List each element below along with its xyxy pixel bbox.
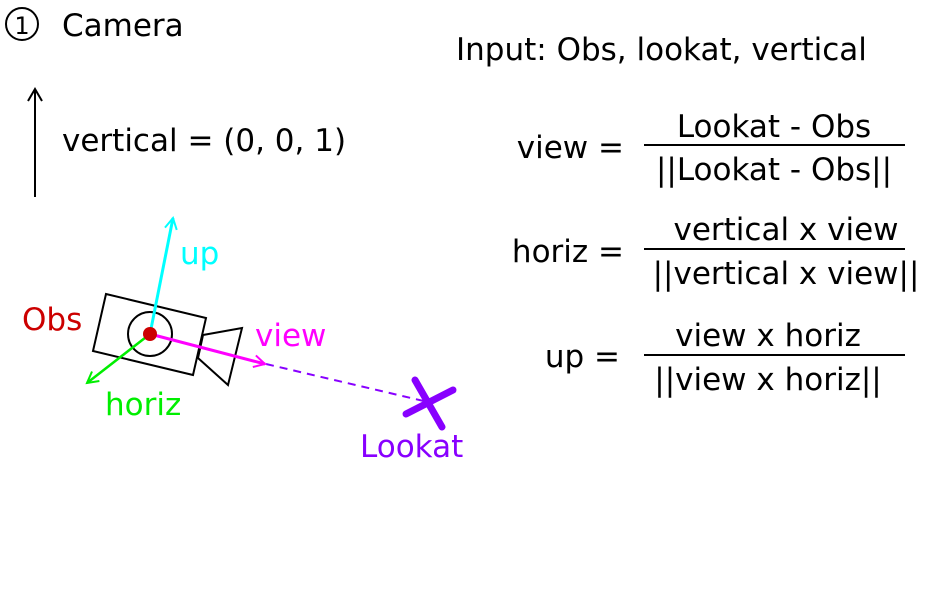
lookat-dashed-line [265,363,429,403]
formula-numerator: vertical x view [673,212,898,248]
formula-denominator: ||vertical x view|| [653,256,920,292]
formula-lhs: up = [545,339,620,375]
up-vector [148,218,173,335]
formula-numerator: Lookat - Obs [677,109,871,145]
obs-point [143,327,157,341]
section-title: Camera [62,8,184,44]
view-vector [149,332,265,364]
formula-up: up = view x horiz ||view x horiz|| [545,318,905,398]
formula-numerator: view x horiz [675,318,861,354]
formula-denominator: ||Lookat - Obs|| [656,152,892,188]
input-label: Input: Obs, lookat, vertical [456,32,867,68]
step-number: 1 [14,12,29,40]
formula-horiz: horiz = vertical x view ||vertical x vie… [512,212,919,292]
camera-aperture [127,311,173,357]
vertical-label: vertical = (0, 0, 1) [62,123,346,159]
lookat-label: Lookat [360,429,463,465]
formula-denominator: ||view x horiz|| [654,362,881,398]
step-number-circle [5,7,39,41]
obs-label: Obs [22,302,82,338]
up-label: up [180,236,219,272]
view-label: view [255,318,326,354]
horiz-vector [87,333,151,383]
vertical-arrow-icon [27,87,43,197]
camera-lens [196,326,244,387]
formula-view: view = Lookat - Obs ||Lookat - Obs|| [517,109,905,188]
lookat-cross-icon [402,376,457,431]
camera-body [91,292,208,377]
formula-lhs: view = [517,130,624,166]
formula-lhs: horiz = [512,234,624,270]
horiz-label: horiz [105,387,181,423]
